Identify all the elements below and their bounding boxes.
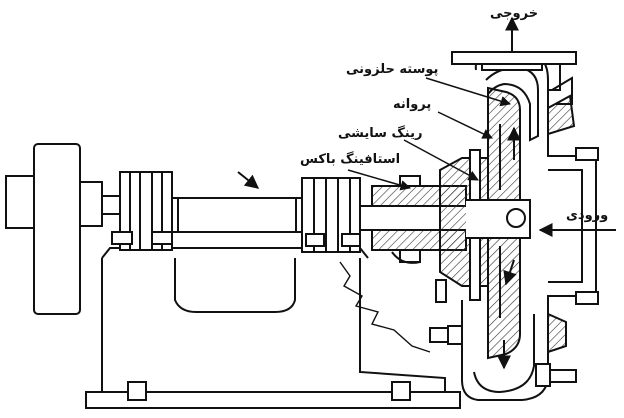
bearing-housing-left [111, 171, 173, 251]
volute-casing-label: پوسته حلزونی [346, 62, 439, 77]
pump-base-frame [85, 247, 461, 409]
wear-ring-label: رینگ سایشی [338, 126, 423, 141]
bearing-housing-right [301, 177, 361, 253]
outlet-label: خروجی [490, 6, 539, 21]
volute-leader-line [425, 77, 512, 107]
casing-bolts [429, 279, 577, 387]
impeller-leader-line [437, 111, 493, 139]
wear-ring-leader-line [403, 139, 479, 181]
inlet-label: ورودی [566, 208, 609, 223]
discharge-flange [451, 51, 577, 105]
impeller [466, 86, 531, 360]
internal-flow-diagonal-arrow [503, 259, 517, 286]
impeller-label: پروانه [393, 97, 432, 112]
coupling-disc [5, 143, 103, 315]
cutaway-break-line [339, 261, 431, 353]
stuffing-box-leader-line [347, 169, 412, 191]
shaft-rotation-arrow [237, 171, 260, 189]
stuffing-box-label: استافینگ باکس [300, 152, 401, 167]
